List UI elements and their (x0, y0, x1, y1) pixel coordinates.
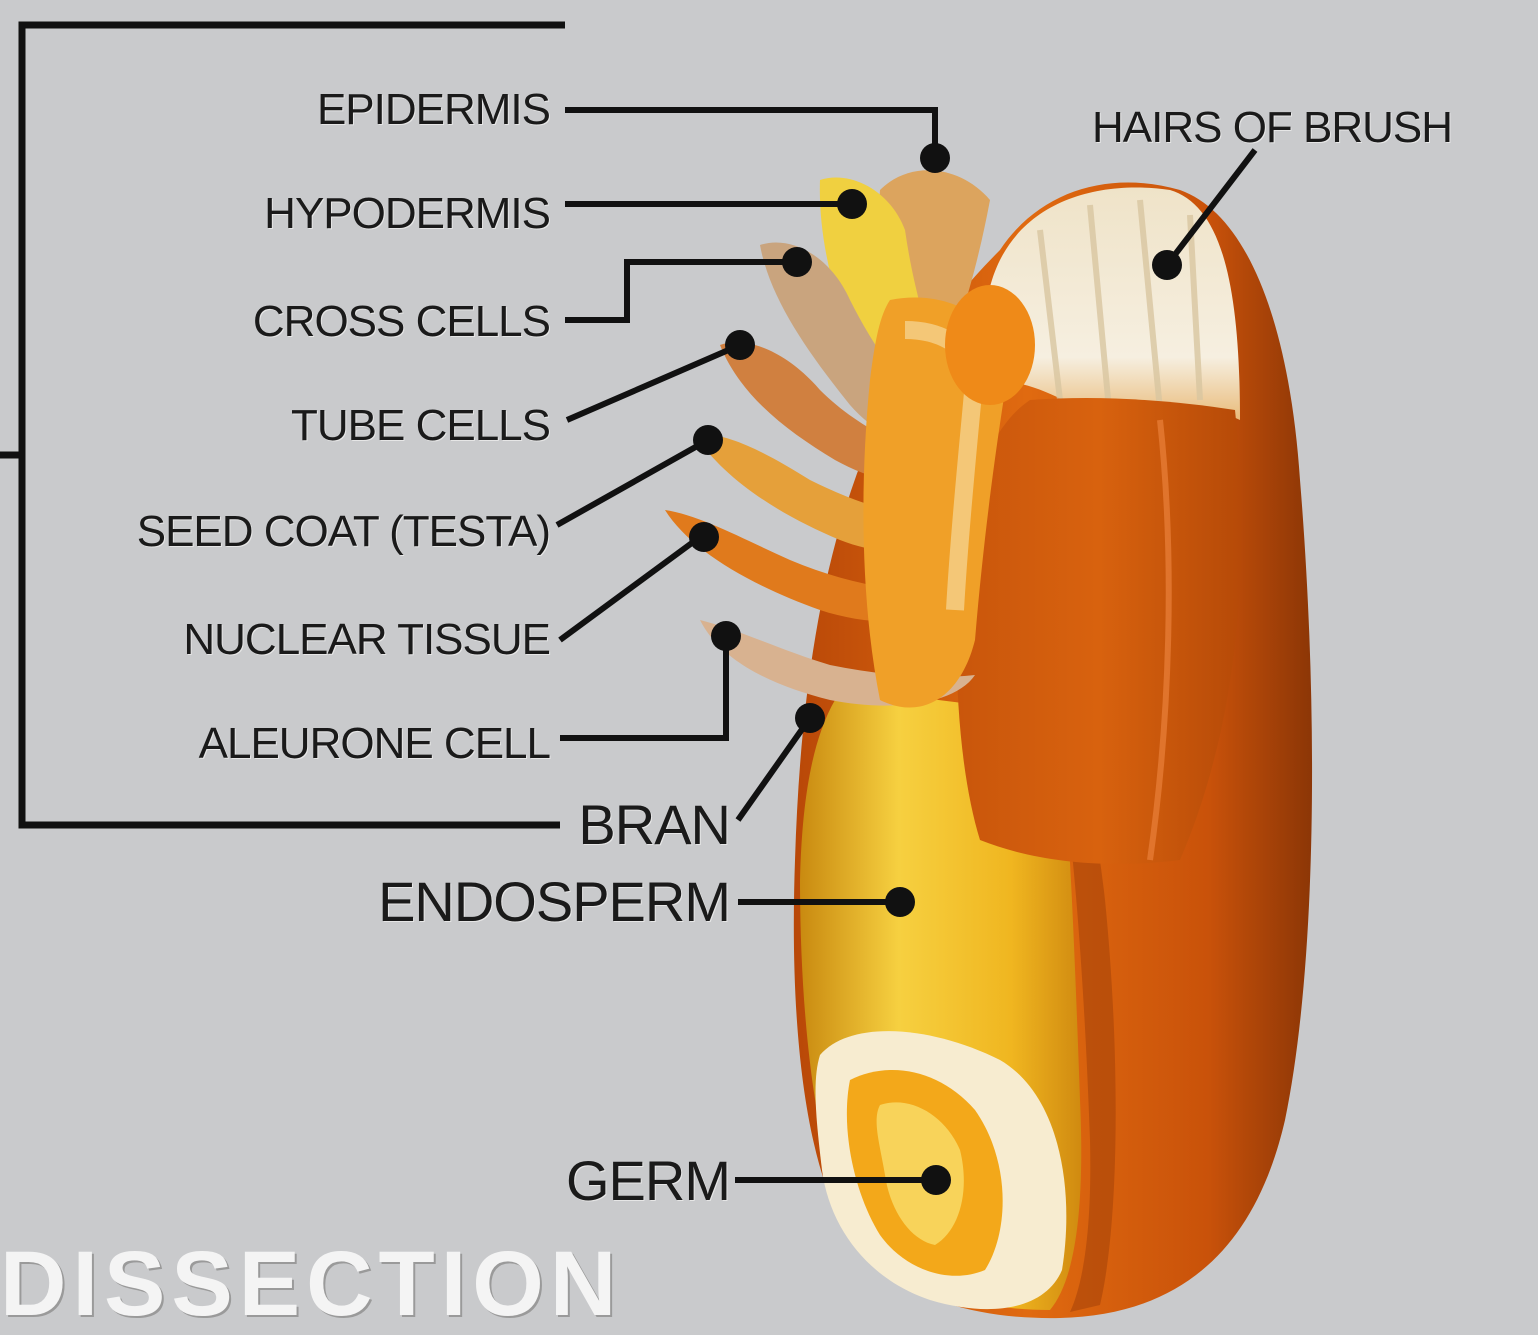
dot-epidermis (920, 143, 950, 173)
leader-seed-coat (557, 440, 708, 525)
dot-hypodermis (837, 189, 867, 219)
label-seed-coat: SEED COAT (TESTA) (137, 510, 550, 554)
diagram-title: DISSECTION (0, 1238, 622, 1330)
dot-endosperm (885, 887, 915, 917)
label-aleurone-cell: ALEURONE CELL (199, 722, 550, 766)
label-germ: GERM (566, 1153, 730, 1209)
dot-germ (921, 1165, 951, 1195)
bran-flap (957, 398, 1242, 864)
label-nuclear-tissue: NUCLEAR TISSUE (183, 618, 550, 662)
label-epidermis: EPIDERMIS (317, 88, 550, 132)
label-hypodermis: HYPODERMIS (264, 192, 550, 236)
label-hairs-of-brush: HAIRS OF BRUSH (1092, 106, 1452, 150)
leader-epidermis (565, 110, 935, 158)
layer-stack-highlight (945, 285, 1035, 405)
leader-tube-cells (567, 345, 740, 420)
dot-seed-coat (693, 425, 723, 455)
dot-nuclear-tissue (689, 522, 719, 552)
leader-aleurone-cell (560, 636, 726, 738)
dot-tube-cells (725, 330, 755, 360)
dot-aleurone-cell (711, 621, 741, 651)
label-cross-cells: CROSS CELLS (253, 300, 550, 344)
leader-cross-cells (565, 262, 797, 320)
label-endosperm: ENDOSPERM (378, 874, 730, 930)
dot-hairs-of-brush (1152, 250, 1182, 280)
leader-nuclear-tissue (560, 537, 700, 640)
label-tube-cells: TUBE CELLS (291, 404, 550, 448)
dot-bran (795, 703, 825, 733)
label-bran: BRAN (578, 797, 730, 853)
dot-cross-cells (782, 247, 812, 277)
